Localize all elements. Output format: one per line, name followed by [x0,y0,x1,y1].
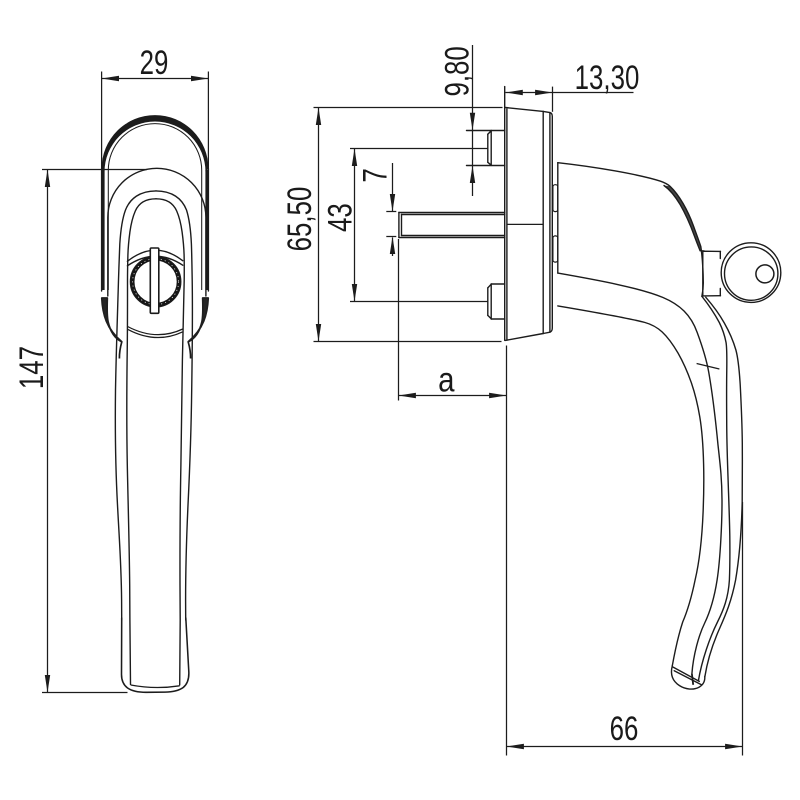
svg-text:13,30: 13,30 [575,60,640,97]
svg-text:147: 147 [14,346,51,389]
svg-text:29: 29 [140,45,169,82]
svg-text:66: 66 [610,711,639,748]
svg-text:a: a [438,360,454,399]
svg-text:9,80: 9,80 [439,46,476,96]
svg-text:7: 7 [357,168,394,182]
svg-text:65,50: 65,50 [282,187,319,252]
svg-text:43: 43 [322,203,359,232]
